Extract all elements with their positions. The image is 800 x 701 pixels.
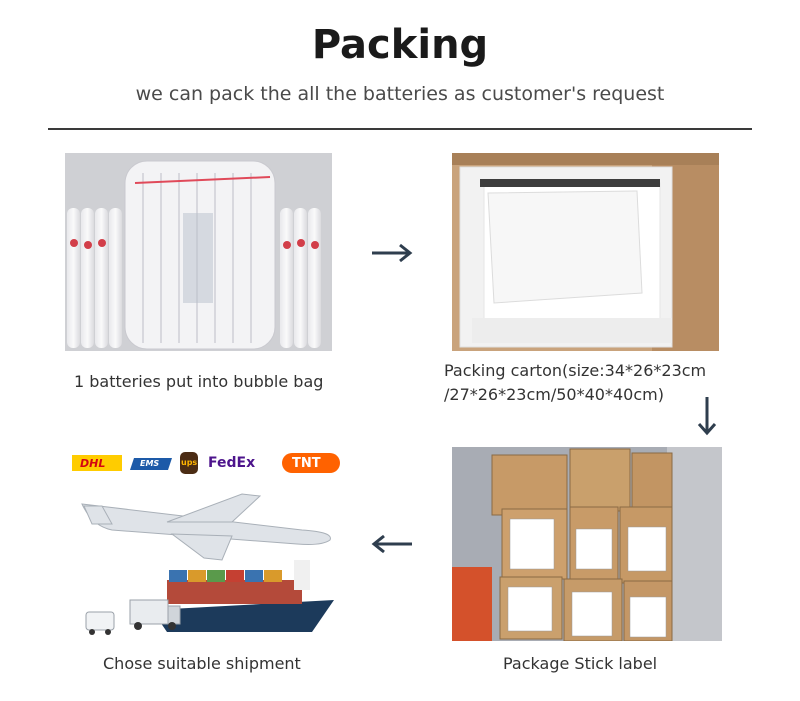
labeled-boxes-photo xyxy=(452,447,722,641)
fedex-logo: FedEx xyxy=(208,455,256,471)
header-divider xyxy=(48,128,752,130)
arrow-right-icon xyxy=(370,242,414,264)
arrow-left-icon xyxy=(370,533,414,555)
carrier-logos: DHL EMS ups FedEx TNT xyxy=(72,450,342,478)
step4-caption: Chose suitable shipment xyxy=(103,654,301,673)
arrow-down-icon xyxy=(697,395,717,437)
step2-caption-line2: /27*26*23cm/50*40*40cm) xyxy=(444,385,664,404)
ems-logo: EMS xyxy=(140,459,160,468)
dhl-logo: DHL xyxy=(80,457,106,470)
packing-carton-photo xyxy=(452,153,719,351)
bubble-bag-photo xyxy=(65,153,332,351)
step3-caption: Package Stick label xyxy=(503,654,658,673)
page-subtitle: we can pack the all the batteries as cus… xyxy=(135,83,665,105)
shipment-illustration xyxy=(72,482,342,642)
step2-caption-line1: Packing carton(size:34*26*23cm xyxy=(444,361,707,380)
tnt-logo: TNT xyxy=(292,456,321,471)
step1-caption: 1 batteries put into bubble bag xyxy=(74,372,324,391)
page-title: Packing xyxy=(311,22,489,68)
ups-logo: ups xyxy=(181,458,198,467)
